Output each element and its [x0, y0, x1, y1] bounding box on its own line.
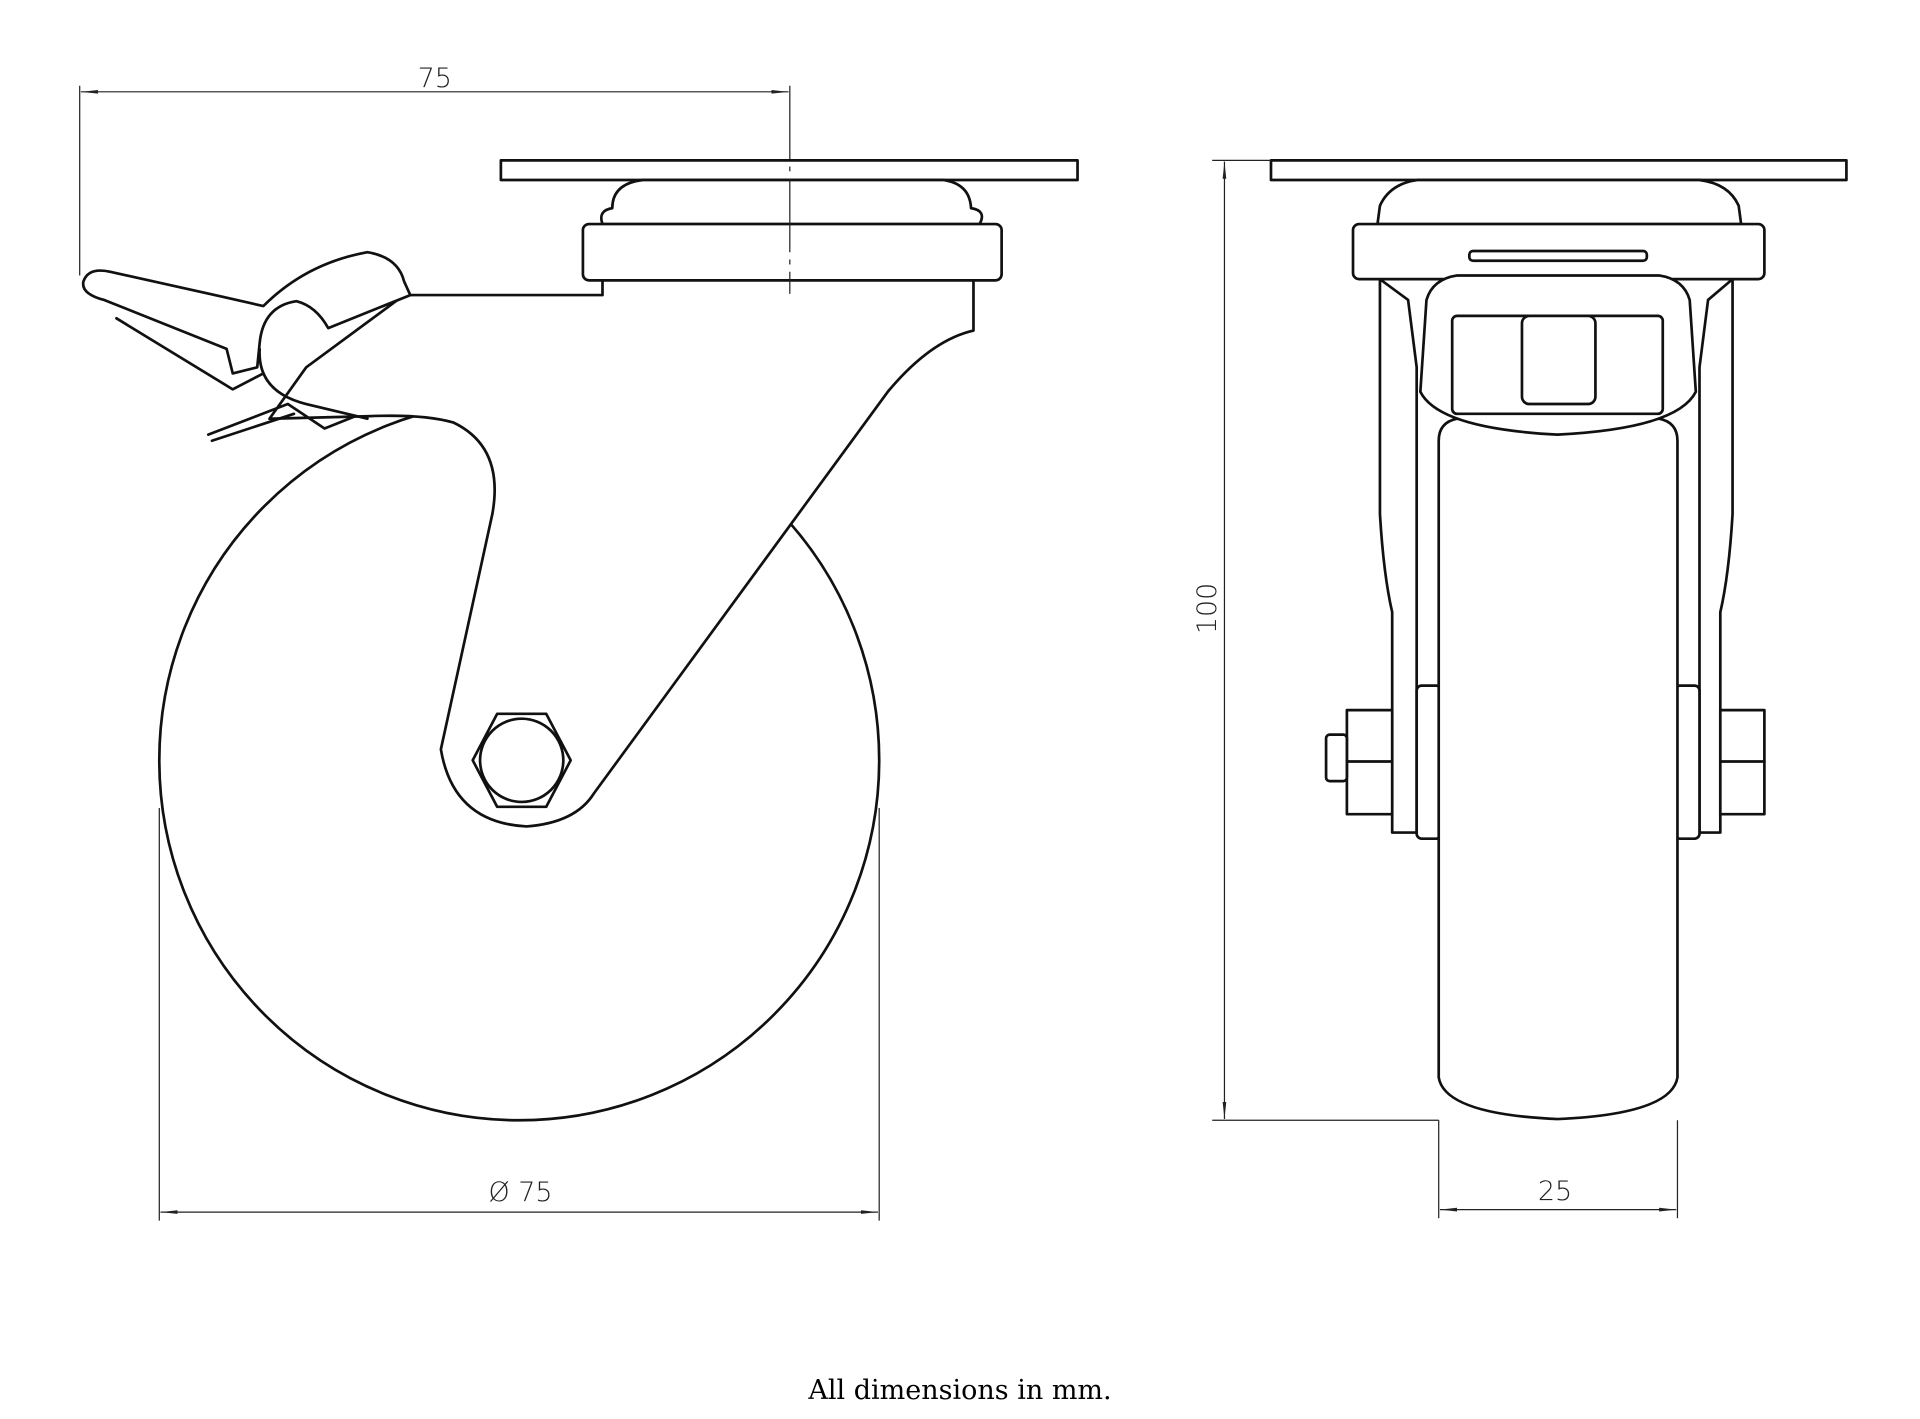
fork-side — [268, 277, 975, 828]
swivel-dome-side — [599, 178, 984, 226]
offset-dimension-label: 75 — [418, 63, 452, 94]
wheel-diameter-dimension-label: Ø 75 — [488, 1177, 552, 1208]
side-view: 75 Ø 75 — [79, 63, 1079, 1221]
wheel-front — [1437, 417, 1679, 1121]
bolt-tip — [1324, 733, 1349, 783]
axle-side — [478, 717, 565, 804]
brake-tab-front — [1520, 314, 1597, 406]
brake-pedal-arm — [115, 316, 357, 443]
brake-lever — [81, 250, 412, 375]
height-dimension-label: 100 — [1192, 583, 1223, 634]
dimensions-caption: All dimensions in mm. — [808, 1375, 1112, 1406]
front-view: 100 25 — [1192, 159, 1848, 1219]
brake-cam — [258, 347, 369, 421]
brake-spring-front — [1467, 249, 1649, 263]
top-plate-front — [1269, 159, 1848, 182]
swivel-base-side — [581, 222, 1003, 282]
swivel-dome-front — [1376, 178, 1743, 226]
wheel-width-dimension-label: 25 — [1538, 1176, 1572, 1207]
